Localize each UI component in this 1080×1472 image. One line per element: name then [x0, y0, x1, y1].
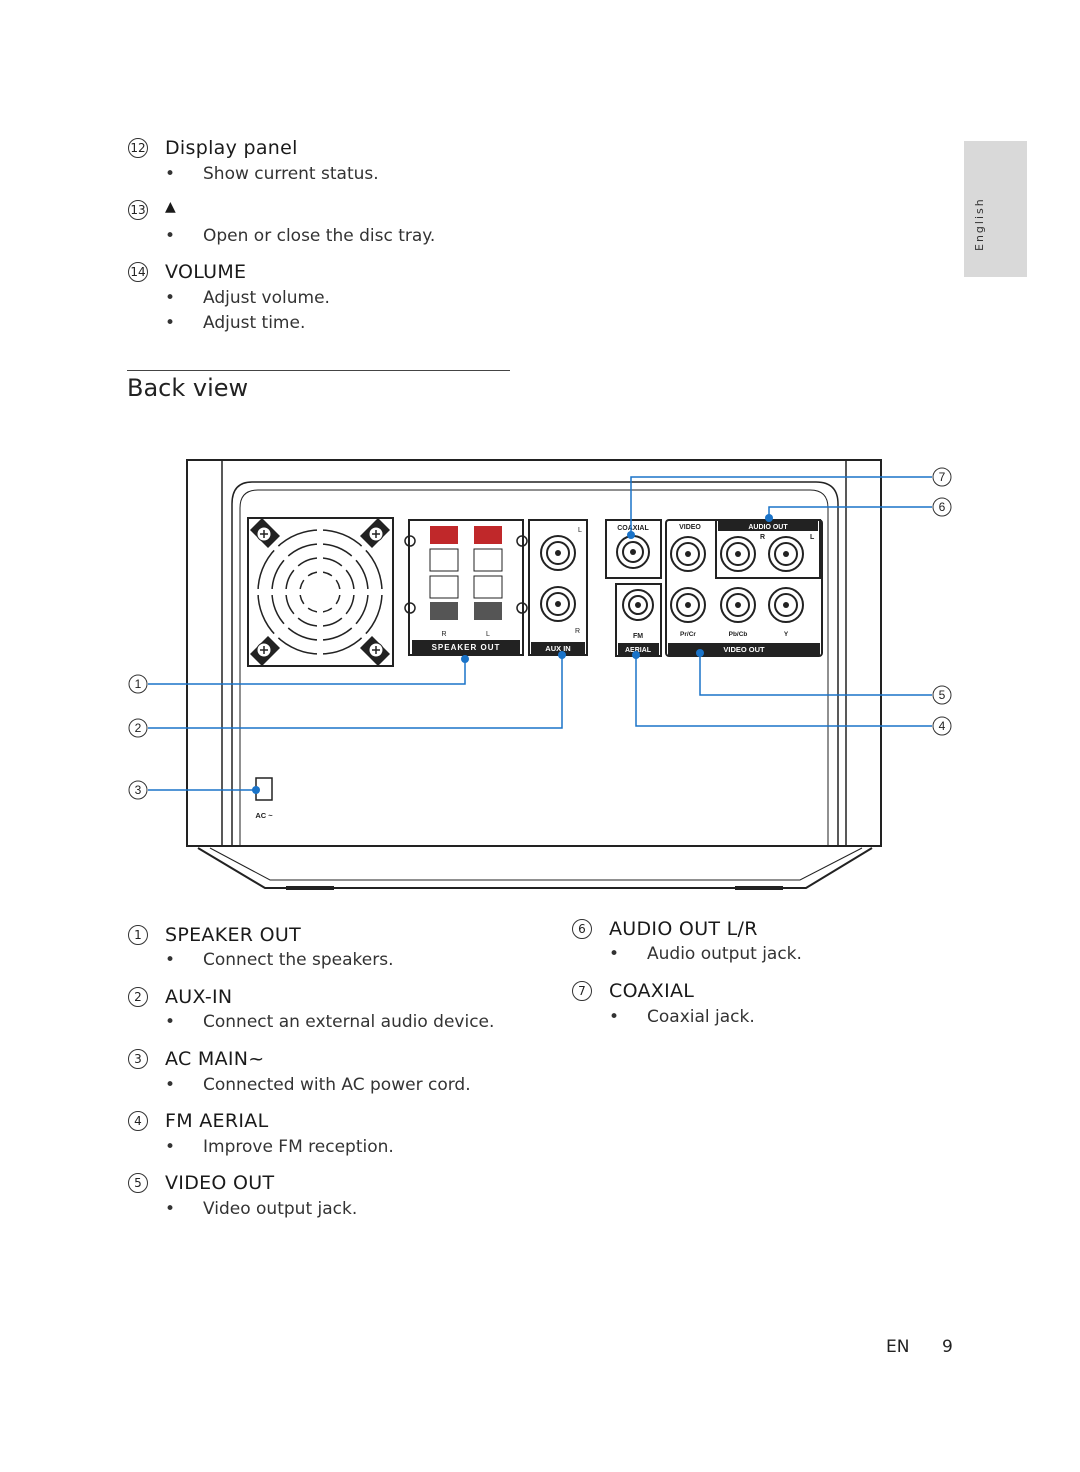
item-bullet: •Connected with AC power cord. [165, 1075, 471, 1095]
aux-r-label: R [575, 628, 580, 635]
fan-grille [247, 517, 394, 667]
callout-1: 1 [128, 674, 148, 694]
aerial-label: AERIAL [625, 647, 652, 654]
item-bullet: •Coaxial jack. [609, 1007, 755, 1027]
callout-7: 7 [932, 467, 952, 487]
y-label: Y [784, 631, 789, 638]
item-number: 3 [128, 1049, 148, 1069]
audio-out-label: AUDIO OUT [748, 524, 788, 531]
item-title: Display panel [165, 137, 298, 159]
back-view-diagram: SPEAKER OUT R L AUX IN L R COAXIAL FM AE… [128, 459, 952, 890]
fm-aerial-panel: FM AERIAL [615, 583, 662, 657]
callout-numbers: 1 2 3 4 5 6 7 [128, 467, 952, 800]
item-bullet: •Open or close the disc tray. [165, 226, 436, 246]
svg-text:2: 2 [135, 721, 142, 735]
audio-r-label: R [760, 534, 765, 541]
ac-socket: AC ~ [255, 777, 273, 820]
video-label: VIDEO [679, 524, 701, 531]
svg-text:5: 5 [939, 688, 946, 702]
video-out-label: VIDEO OUT [723, 645, 765, 654]
speaker-out-panel: SPEAKER OUT R L [404, 519, 528, 656]
callout-4: 4 [932, 716, 952, 736]
callout-2: 2 [128, 718, 148, 738]
item-title: VOLUME [165, 261, 247, 283]
item-number: 4 [128, 1111, 148, 1131]
aux-l-label: L [578, 527, 582, 534]
item-number: 13 [128, 200, 148, 220]
item-title: VIDEO OUT [165, 1172, 275, 1194]
svg-text:3: 3 [135, 783, 142, 797]
item-title: SPEAKER OUT [165, 924, 301, 946]
aux-in-panel: AUX IN L R [528, 519, 588, 656]
section-divider [127, 370, 510, 371]
item-number: 14 [128, 262, 148, 282]
svg-text:7: 7 [939, 470, 946, 484]
item-bullet: •Connect the speakers. [165, 950, 394, 970]
item-bullet: •Adjust time. [165, 313, 306, 333]
section-title: Back view [127, 374, 249, 402]
item-number: 6 [572, 919, 592, 939]
item-bullet: •Improve FM reception. [165, 1137, 394, 1157]
fm-label: FM [633, 633, 643, 640]
item-number: 12 [128, 138, 148, 158]
speaker-r-label: R [441, 631, 446, 638]
language-tab-label: English [973, 197, 986, 251]
aux-in-label: AUX IN [545, 644, 570, 653]
svg-text:6: 6 [939, 500, 946, 514]
item-number: 5 [128, 1173, 148, 1193]
item-bullet: •Audio output jack. [609, 944, 802, 964]
item-title: AC MAIN~ [165, 1048, 265, 1070]
item-bullet: •Video output jack. [165, 1199, 358, 1219]
coaxial-label: COAXIAL [617, 525, 649, 532]
page-number: 9 [942, 1337, 953, 1357]
item-bullet: •Adjust volume. [165, 288, 330, 308]
item-bullet: •Show current status. [165, 164, 379, 184]
audio-l-label: L [810, 534, 815, 541]
callout-3: 3 [128, 780, 148, 800]
eject-icon: ▲ [165, 199, 177, 215]
speaker-l-label: L [486, 631, 490, 638]
language-tab: English [964, 141, 1027, 277]
item-number: 1 [128, 925, 148, 945]
callout-5: 5 [932, 685, 952, 705]
coaxial-panel: COAXIAL [605, 519, 662, 579]
pb-cb-label: Pb/Cb [729, 631, 748, 638]
pr-cr-label: Pr/Cr [680, 631, 696, 638]
item-bullet: •Connect an external audio device. [165, 1012, 495, 1032]
callout-6: 6 [932, 497, 952, 517]
svg-text:1: 1 [135, 677, 142, 691]
item-number: 7 [572, 981, 592, 1001]
av-output-panel: AUDIO OUT VIDEO R L Pr/Cr Pb/Cb Y VIDEO … [665, 519, 823, 657]
item-number: 2 [128, 987, 148, 1007]
item-title: COAXIAL [609, 980, 695, 1002]
item-title: AUX-IN [165, 986, 233, 1008]
footer-language: EN [886, 1337, 910, 1357]
svg-text:4: 4 [939, 719, 946, 733]
ac-label: AC ~ [255, 811, 273, 820]
item-title: AUDIO OUT L/R [609, 918, 758, 940]
speaker-out-label: SPEAKER OUT [432, 643, 501, 652]
item-title: FM AERIAL [165, 1110, 269, 1132]
